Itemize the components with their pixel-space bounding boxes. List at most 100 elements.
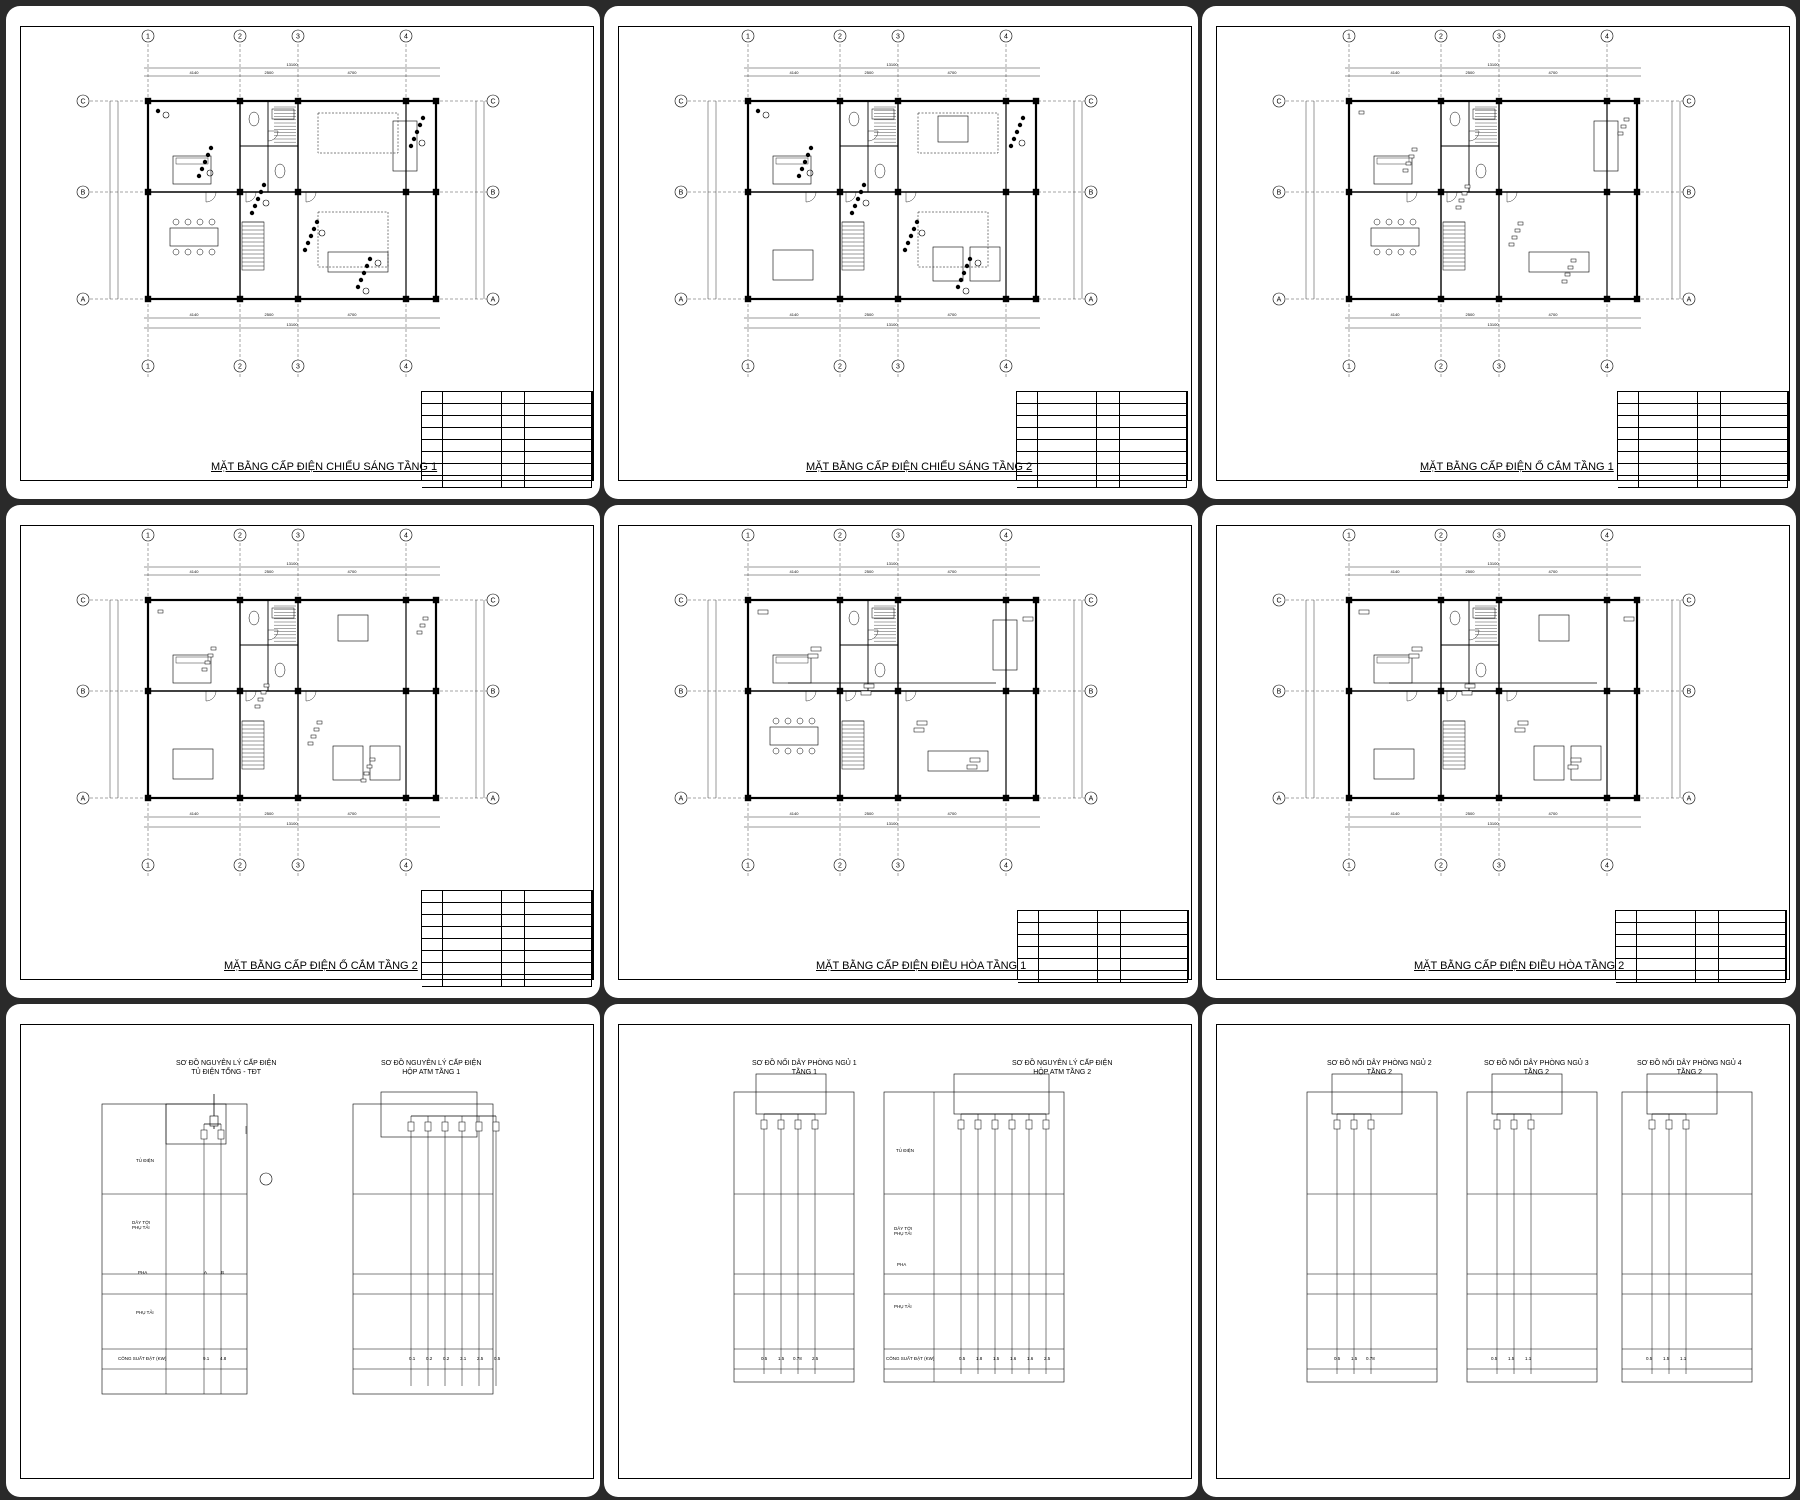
structural-column — [1437, 97, 1445, 105]
legend-cell — [443, 404, 503, 415]
grid-bubble — [741, 359, 755, 373]
structural-column — [294, 188, 302, 196]
legend-cell — [1696, 911, 1719, 922]
grid-bubble — [233, 858, 247, 872]
grid-bubble — [1272, 292, 1286, 306]
legend-cell — [1721, 452, 1789, 463]
sheet-title: MẶT BẰNG CẤP ĐIỆN ĐIỀU HÒA TẦNG 1 — [816, 960, 1027, 972]
grid-bubble — [1272, 684, 1286, 698]
structural-column — [744, 596, 752, 604]
ceiling-light-symbol — [411, 136, 417, 142]
legend-cell — [443, 927, 503, 938]
structural-column — [1032, 295, 1040, 303]
legend-row — [422, 927, 593, 939]
legend-cell — [502, 891, 525, 902]
grid-bubble — [1600, 858, 1614, 872]
grid-label: B — [491, 689, 496, 696]
structural-column — [432, 188, 440, 196]
legend-cell — [422, 915, 443, 926]
grid-bubble — [891, 528, 905, 542]
structural-column — [144, 295, 152, 303]
legend-cell — [1121, 971, 1189, 982]
structural-column — [1603, 97, 1611, 105]
kw-value: 1.5 — [1663, 1356, 1670, 1361]
legend-cell — [1120, 404, 1188, 415]
ceiling-light-symbol — [361, 270, 367, 276]
legend-cell — [1639, 416, 1699, 427]
structural-column — [836, 295, 844, 303]
legend-cell — [1121, 947, 1189, 958]
staircase — [841, 221, 865, 271]
legend-cell — [1616, 959, 1637, 970]
ceiling-light-symbol — [1017, 122, 1023, 128]
grid-bubble — [1434, 528, 1448, 542]
legend-cell — [1616, 923, 1637, 934]
chair — [1373, 248, 1381, 256]
grid-label: 1 — [146, 863, 150, 870]
legend-cell — [1121, 923, 1189, 934]
legend-row — [1618, 464, 1789, 476]
kw-value: 0.5 — [761, 1356, 768, 1361]
grid-bubble — [1342, 359, 1356, 373]
grid-label: 3 — [896, 364, 900, 371]
staircase — [241, 720, 265, 770]
legend-cell — [443, 464, 503, 475]
legend-cell — [1618, 428, 1639, 439]
dining-table — [169, 227, 219, 247]
legend-cell — [1721, 392, 1789, 403]
chair — [1397, 248, 1405, 256]
grid-label: C — [1686, 99, 1691, 106]
breaker-symbol — [811, 1119, 819, 1130]
grid-bubble — [1084, 593, 1098, 607]
grid-bubble — [1272, 185, 1286, 199]
wiring-loop — [317, 211, 389, 268]
chair — [172, 218, 180, 226]
grid-label: C — [1088, 598, 1093, 605]
legend-row — [1018, 947, 1189, 959]
legend-cell — [1017, 440, 1038, 451]
socket-symbol — [1623, 117, 1630, 122]
grid-label: 3 — [296, 533, 300, 540]
socket-symbol — [422, 616, 429, 621]
legend-cell — [525, 903, 593, 914]
legend-cell — [1639, 476, 1699, 487]
socket-symbol — [260, 690, 267, 695]
grid-label: A — [1277, 796, 1282, 803]
legend-cell — [1097, 476, 1120, 487]
grid-bubble — [1682, 684, 1696, 698]
legend-cell — [1719, 959, 1787, 970]
structural-column — [294, 794, 302, 802]
grid-bubble — [1342, 528, 1356, 542]
structural-column — [294, 687, 302, 695]
legend-row — [422, 903, 593, 915]
chair — [784, 747, 792, 755]
grid-label: 1 — [146, 364, 150, 371]
grid-label: 4 — [1004, 34, 1008, 41]
door-swing — [905, 690, 917, 702]
grid-label: B — [81, 190, 86, 197]
legend-table — [421, 890, 593, 987]
grid-bubble — [1272, 94, 1286, 108]
pillow — [775, 656, 809, 664]
socket-symbol — [1405, 161, 1412, 166]
kw-value: 0.78 — [1366, 1356, 1375, 1361]
toilet — [848, 111, 860, 127]
toilet — [274, 163, 286, 179]
structural-column — [432, 687, 440, 695]
legend-cell — [1017, 428, 1038, 439]
ac-unit-symbol — [913, 727, 925, 733]
chair — [1385, 248, 1393, 256]
legend-row — [1018, 971, 1189, 983]
grid-label: 4 — [1004, 863, 1008, 870]
